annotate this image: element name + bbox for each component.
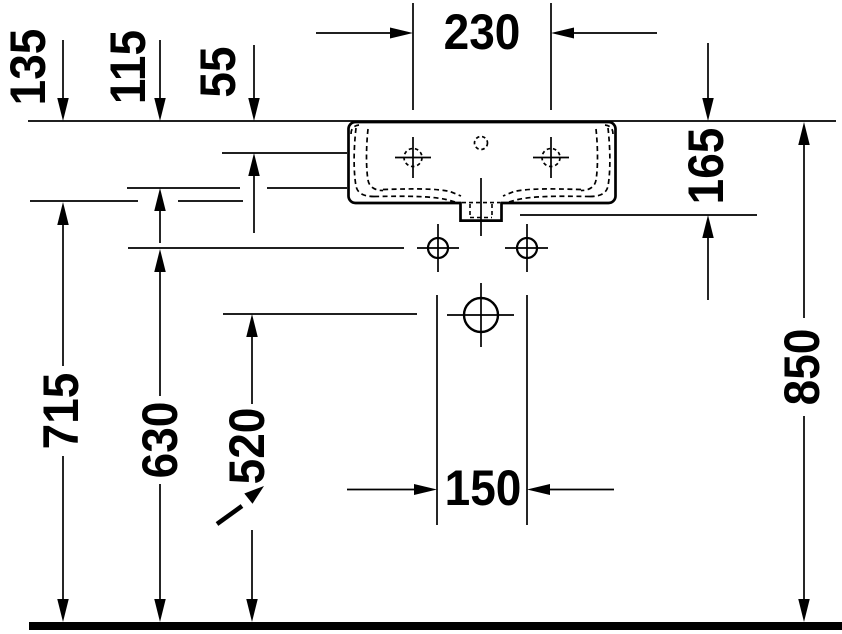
- arrowhead-down: [246, 599, 258, 622]
- dim-850: 850: [775, 122, 831, 622]
- washbasin-outline: [347, 120, 617, 205]
- arrowhead-down: [798, 599, 810, 622]
- extension-lines: [412, 3, 552, 110]
- arrowhead-down: [57, 98, 69, 121]
- arrowhead-up: [248, 153, 260, 176]
- crosshair: [395, 137, 431, 178]
- floor-line: [29, 622, 842, 630]
- faucet-hole-left: [395, 137, 431, 178]
- dim-150-label: 150: [445, 461, 522, 516]
- crosshair: [505, 224, 548, 272]
- basin-hidden-contours: [350, 124, 614, 204]
- arrowhead-up: [154, 188, 166, 211]
- dim-520-label: 520: [220, 408, 275, 485]
- arrowhead-left: [527, 484, 550, 495]
- drain-pipe-hole: [447, 283, 514, 347]
- fixing-hole-circle: [426, 236, 450, 260]
- dim-165: 165: [679, 43, 735, 300]
- faucet-hole-circle: [541, 147, 561, 168]
- dim-135-715: 135 715: [1, 29, 90, 622]
- crosshair: [417, 224, 459, 272]
- fixing-hole-left-wall: [417, 224, 459, 272]
- dim-715-label: 715: [34, 373, 89, 450]
- dim-165-label: 165: [679, 128, 734, 205]
- drain-trap: [459, 178, 503, 236]
- arrowhead-down: [702, 98, 714, 121]
- dim-230: 230: [316, 3, 657, 110]
- washbasin: [347, 120, 617, 205]
- overflow-hole: [473, 135, 489, 151]
- drain-circle: [462, 296, 500, 334]
- fixing-hole-circle: [515, 236, 539, 260]
- arrowhead-up: [798, 122, 810, 145]
- pointer-shaft: [215, 504, 244, 526]
- arrowhead-down: [57, 599, 69, 622]
- arrowhead-right: [390, 27, 413, 39]
- extension-lines: [436, 295, 528, 525]
- dim-135-label: 135: [1, 29, 56, 106]
- crosshair: [533, 137, 569, 178]
- dim-55-520: 55 520: [191, 45, 276, 622]
- dim-230-label: 230: [444, 5, 521, 60]
- arrowhead-right: [414, 484, 437, 495]
- arrowhead-down: [248, 98, 260, 121]
- pointer-head: [244, 486, 264, 504]
- dim-630-label: 630: [133, 402, 188, 479]
- arrowhead-up: [154, 249, 166, 272]
- crosshair: [447, 283, 514, 347]
- arrowhead-up: [57, 202, 69, 225]
- fixing-hole-right-wall: [505, 224, 548, 272]
- faucet-hole-right: [533, 137, 569, 178]
- dim-55-label: 55: [191, 46, 246, 97]
- diagonal-pointer-arrow: [215, 486, 264, 526]
- arrowhead-down: [154, 98, 166, 121]
- arrowhead-up: [246, 314, 258, 337]
- faucet-hole-circle: [403, 147, 423, 168]
- dim-150: 150: [347, 295, 614, 525]
- arrowhead-up: [702, 215, 714, 238]
- arrowhead-down: [154, 599, 166, 622]
- dim-115-630: 115 630: [101, 30, 189, 622]
- dim-115-label: 115: [101, 30, 156, 104]
- arrowhead-left: [551, 27, 574, 39]
- dim-850-label: 850: [775, 329, 830, 406]
